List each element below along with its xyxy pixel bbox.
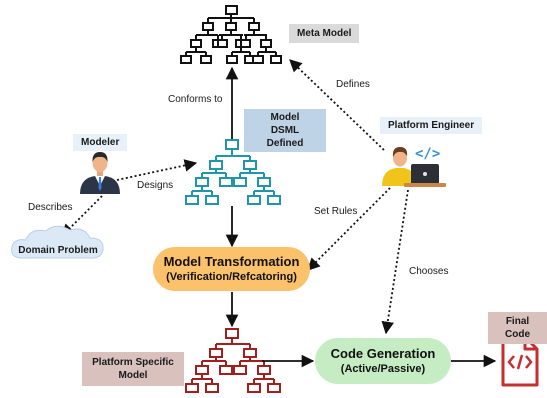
platform-engineer-label: Platform Engineer [380, 117, 483, 134]
describes-label: Describes [28, 202, 73, 213]
designs-label: Designs [137, 180, 174, 191]
domain-problem-label: Domain Problem [18, 245, 98, 256]
model-transformation-title: Model Transformation [163, 254, 300, 269]
meta-model-tree-icon [180, 5, 282, 64]
cloud-icon [11, 225, 104, 259]
code-generation-subtitle: (Active/Passive) [340, 363, 426, 375]
model-transformation-subtitle: (Verification/Refcatoring) [166, 271, 297, 283]
arrow-engineer-set-rules [307, 187, 391, 271]
engineer-laptop-icon: </> [382, 146, 446, 187]
defines-label: Defines [336, 79, 370, 90]
modeler-avatar-icon [80, 152, 120, 194]
arrow-engineer-chooses [381, 189, 409, 335]
final-code-label: Final Code [488, 312, 547, 344]
model-transformation-box: Model Transformation (Verification/Refca… [153, 247, 310, 291]
dsml-label-line2: DSML Defined [266, 125, 304, 149]
code-generation-title: Code Generation [330, 346, 436, 361]
set-rules-label: Set Rules [314, 206, 358, 217]
code-generation-box: Code Generation (Active/Passive) [315, 338, 451, 384]
meta-model-label: Meta Model [289, 24, 360, 43]
arrow-engineer-defines [289, 59, 385, 151]
chooses-label: Chooses [409, 266, 449, 277]
arrow-modeler-describes [61, 195, 103, 237]
dsml-model-label: Model DSML Defined [244, 109, 326, 152]
conforms-to-label: Conforms to [168, 94, 223, 105]
dsml-label-line1: Model [270, 112, 300, 123]
dsml-model-tree-icon [185, 139, 281, 205]
modeler-label: Modeler [73, 134, 128, 151]
arrow-modeler-designs [116, 159, 198, 181]
code-bracket-icon: </> [415, 146, 440, 162]
psm-label-line2: Model [118, 370, 148, 381]
psm-label-line1: Platform Specific [92, 357, 174, 368]
code-file-icon [501, 335, 539, 387]
platform-specific-model-label: Platform Specific Model [82, 352, 184, 386]
platform-specific-tree-icon [185, 328, 281, 393]
